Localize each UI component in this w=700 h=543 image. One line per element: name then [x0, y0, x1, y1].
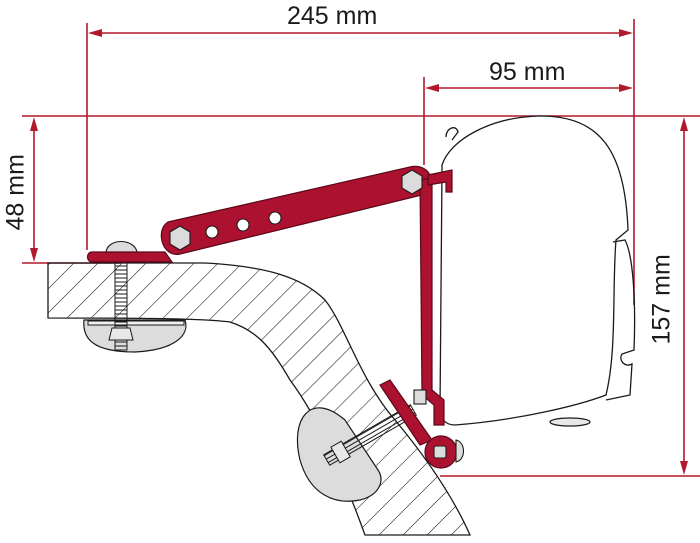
bracket-foot	[86, 251, 174, 263]
hex-bolt-lower	[169, 225, 191, 251]
bracket-top-hook	[427, 169, 453, 193]
dimension-label-height-above-roof: 48 mm	[1, 154, 30, 231]
dimension-label-overall-height: 157 mm	[647, 254, 676, 345]
red-bracket	[86, 165, 458, 469]
upper-washer-pad	[83, 319, 187, 353]
awning-top-hook	[445, 127, 459, 141]
vehicle-roof-section	[47, 262, 472, 536]
awning-cassette	[439, 115, 636, 427]
hex-bolt-upper	[401, 169, 423, 195]
lower-nut	[330, 440, 351, 464]
upper-nut	[108, 327, 134, 341]
adjust-hole-1	[205, 225, 219, 239]
adjust-hole-3	[268, 211, 282, 225]
dimension-label-overall-width: 245 mm	[287, 2, 378, 30]
dimension-label-awning-depth: 95 mm	[489, 58, 566, 86]
bracket-fittings	[169, 169, 465, 463]
dimension-lines	[22, 19, 700, 477]
lower-bolt-assembly	[296, 404, 417, 502]
pivot-cap	[455, 439, 465, 463]
adjust-hole-2	[236, 218, 250, 232]
rail-nut	[413, 389, 427, 405]
upper-bolt-head	[105, 240, 138, 253]
pivot-square-nut	[433, 445, 447, 459]
bracket-arm	[160, 165, 432, 255]
upper-bolt-assembly	[83, 240, 187, 353]
